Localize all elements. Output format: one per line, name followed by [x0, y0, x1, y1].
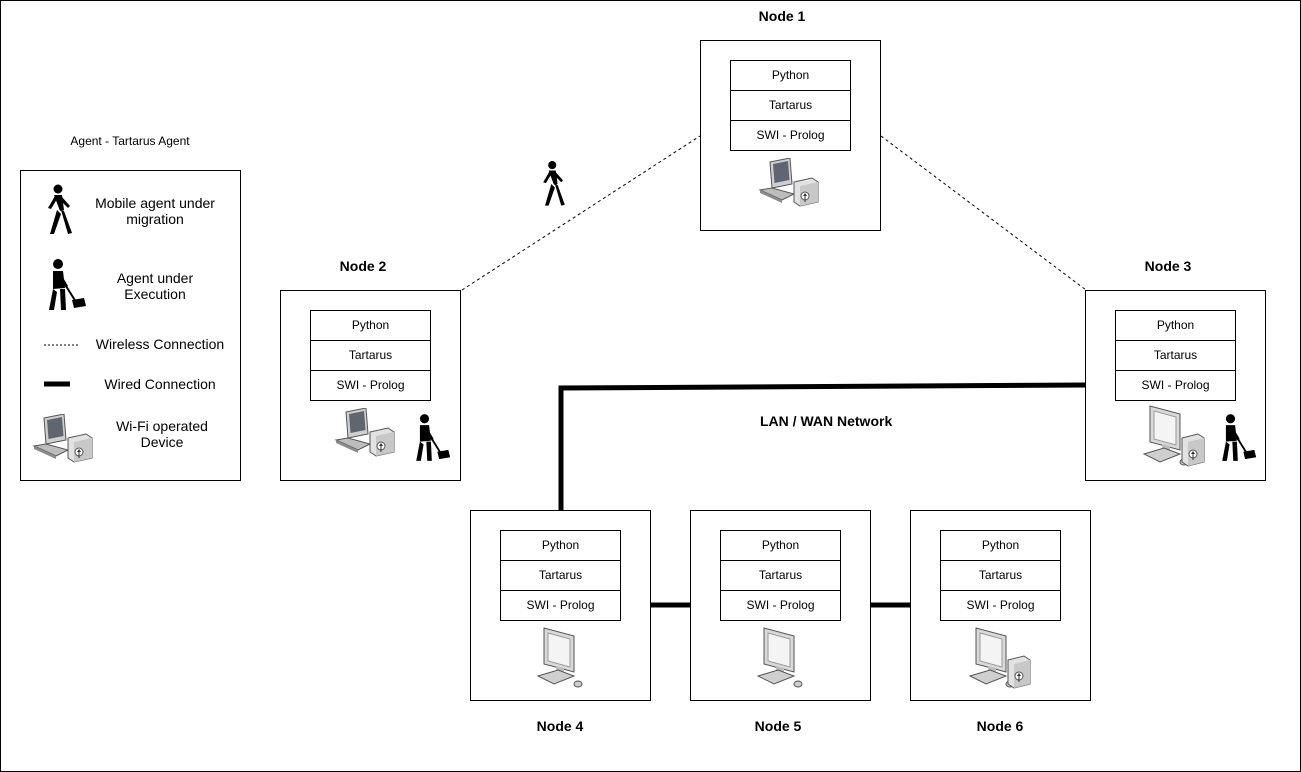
network-label: LAN / WAN Network: [760, 413, 893, 429]
node-2-title: Node 2: [339, 258, 387, 274]
layer-swi-prolog: SWI - Prolog: [756, 128, 825, 142]
layer-tartarus: Tartarus: [941, 561, 1060, 591]
wireless-link-node1-node3: [880, 135, 1087, 291]
layer-tartarus: Tartarus: [311, 341, 430, 371]
legend-title: Agent - Tartarus Agent: [70, 134, 190, 148]
layer-swi-prolog: SWI - Prolog: [336, 378, 405, 392]
desktop-wifi-icon: [968, 627, 1031, 689]
digging-person-icon: [416, 414, 451, 461]
legend-label-mobile-agent: Mobile agent under migration: [95, 195, 215, 227]
wireless-link-node2-node1: [461, 135, 701, 291]
node-4-stack: Python Tartarus SWI - Prolog: [500, 530, 621, 621]
node-1-title: Node 1: [758, 8, 806, 24]
layer-tartarus: Tartarus: [1116, 341, 1235, 371]
layer-tartarus: Tartarus: [501, 561, 620, 591]
desktop-wifi-icon: [1142, 405, 1205, 467]
wired-link-node4-node3: [558, 382, 1087, 511]
wifi-laptop-icon: [32, 414, 93, 463]
legend-label-wifi-device: Wi-Fi operated Device: [116, 418, 208, 450]
wifi-laptop-icon: [758, 158, 819, 207]
node-1-stack: Python Tartarus SWI - Prolog: [730, 60, 851, 151]
node-6-stack: Python Tartarus SWI - Prolog: [940, 530, 1061, 621]
layer-python: Python: [731, 61, 850, 91]
digging-person-icon: [1222, 414, 1257, 461]
desktop-computer-icon: [536, 627, 583, 688]
layer-swi-prolog: SWI - Prolog: [966, 598, 1035, 612]
dashed-line-icon: [44, 344, 78, 346]
node-3-stack: Python Tartarus SWI - Prolog: [1115, 310, 1236, 401]
node-5-title: Node 5: [754, 718, 802, 734]
legend-label-wireless: Wireless Connection: [95, 336, 225, 352]
layer-tartarus: Tartarus: [731, 91, 850, 121]
wifi-laptop-icon: [334, 408, 395, 457]
thick-line-icon: [44, 381, 70, 387]
layer-tartarus: Tartarus: [721, 561, 840, 591]
node-6-title: Node 6: [976, 718, 1024, 734]
legend-label-agent-execution: Agent under Execution: [116, 270, 194, 302]
layer-python: Python: [311, 311, 430, 341]
node-5-stack: Python Tartarus SWI - Prolog: [720, 530, 841, 621]
digging-person-icon: [49, 259, 86, 310]
walking-person-icon: [48, 184, 72, 234]
migrating-agent-icon: [543, 161, 565, 206]
layer-python: Python: [941, 531, 1060, 561]
node-4-title: Node 4: [536, 718, 584, 734]
layer-python: Python: [501, 531, 620, 561]
node-3-title: Node 3: [1144, 258, 1192, 274]
layer-python: Python: [1116, 311, 1235, 341]
legend-label-wired: Wired Connection: [104, 376, 216, 392]
layer-swi-prolog: SWI - Prolog: [1141, 378, 1210, 392]
layer-swi-prolog: SWI - Prolog: [746, 598, 815, 612]
layer-swi-prolog: SWI - Prolog: [526, 598, 595, 612]
desktop-computer-icon: [756, 627, 803, 688]
layer-python: Python: [721, 531, 840, 561]
node-2-stack: Python Tartarus SWI - Prolog: [310, 310, 431, 401]
